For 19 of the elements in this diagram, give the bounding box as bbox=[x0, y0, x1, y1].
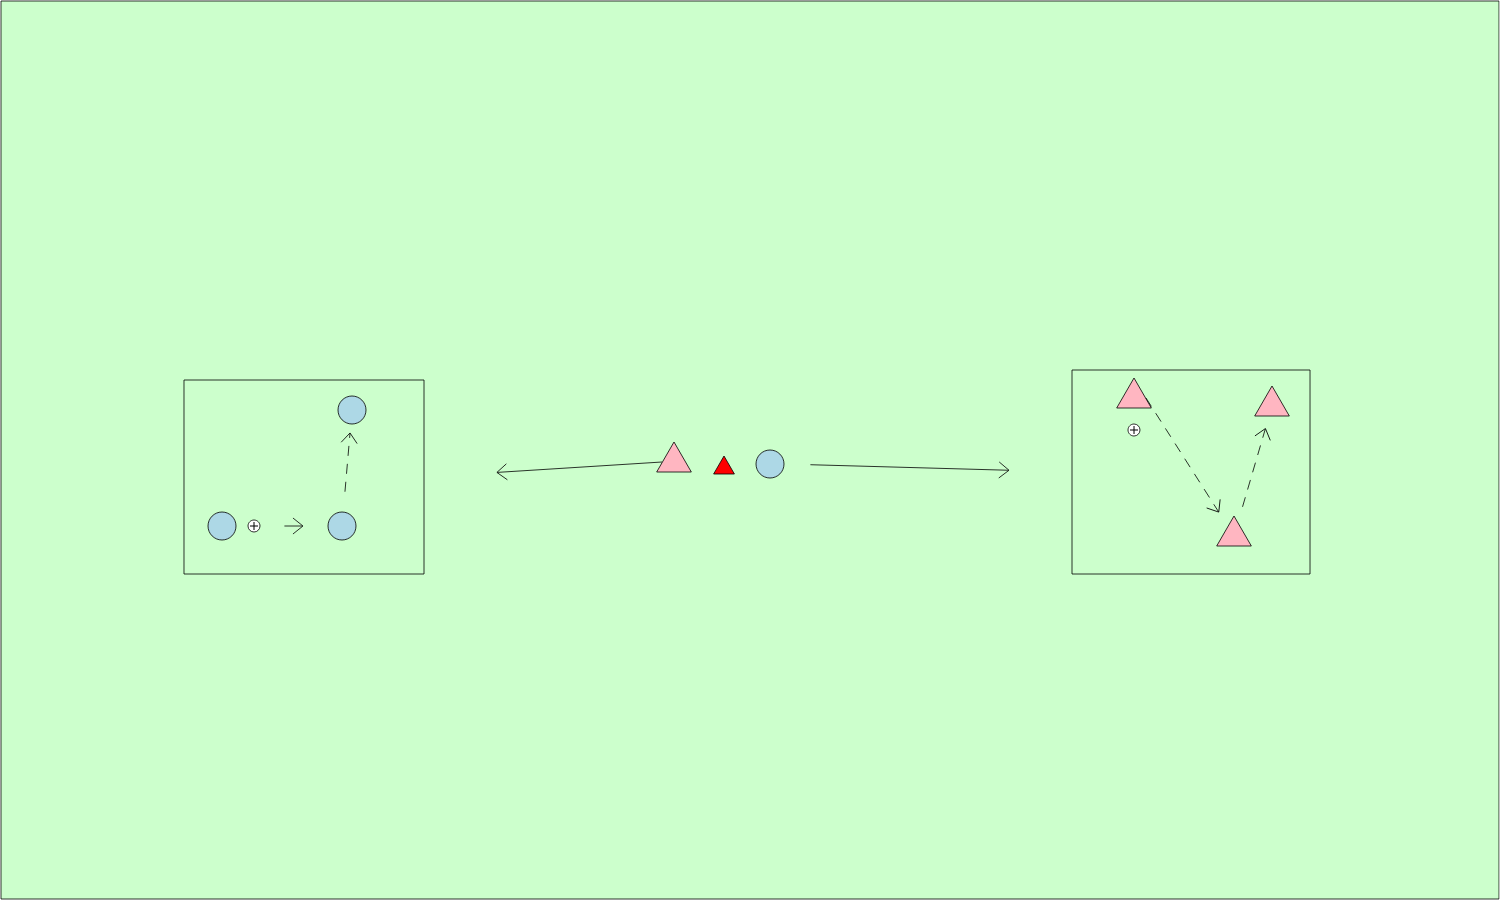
ball-icon bbox=[247, 519, 261, 533]
player-triangle bbox=[1116, 377, 1152, 409]
player-circle bbox=[207, 511, 237, 541]
cone-triangle bbox=[713, 455, 735, 475]
player-triangle bbox=[1216, 515, 1252, 547]
dashed-arrow bbox=[340, 432, 358, 493]
dashed-arrow bbox=[1242, 428, 1271, 508]
player-circle bbox=[327, 511, 357, 541]
player-triangle bbox=[656, 441, 692, 473]
arrow bbox=[496, 461, 663, 481]
player-circle bbox=[337, 395, 367, 425]
field-box bbox=[183, 379, 425, 575]
arrow bbox=[284, 517, 304, 535]
field-box bbox=[1071, 369, 1311, 575]
player-triangle bbox=[1254, 385, 1290, 417]
dashed-arrow bbox=[1145, 397, 1221, 513]
arrow bbox=[810, 461, 1010, 479]
player-circle bbox=[755, 449, 785, 479]
ball-icon bbox=[1127, 423, 1141, 437]
